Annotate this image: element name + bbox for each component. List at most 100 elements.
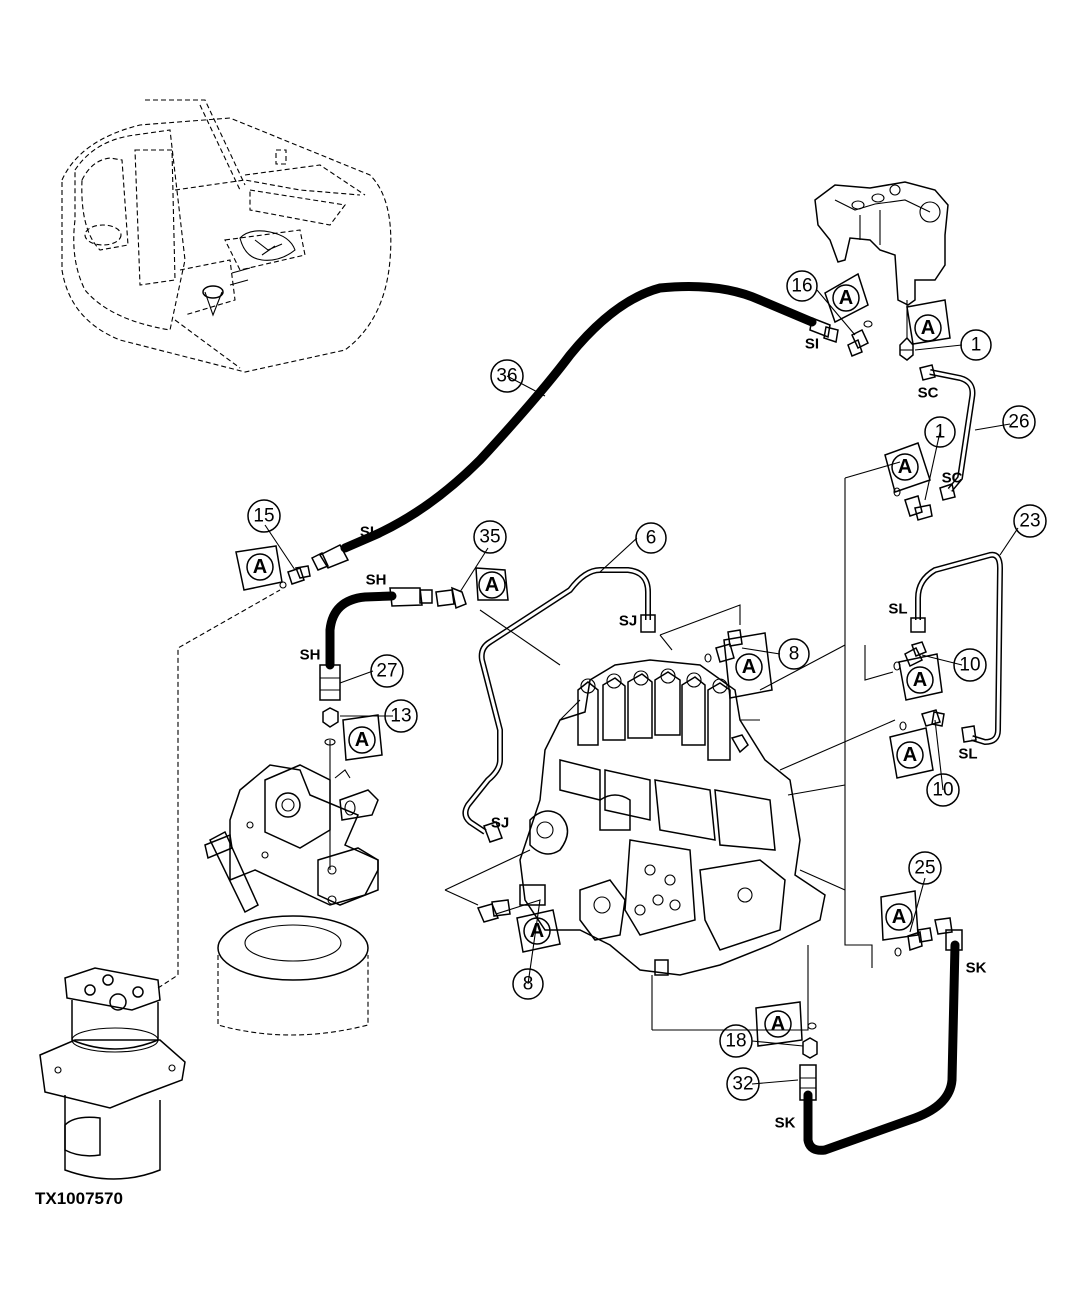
callout-10-upper: 10 (953, 648, 987, 682)
svg-text:10: 10 (959, 655, 980, 676)
svg-text:A: A (913, 669, 927, 691)
fitting-8-lower (476, 899, 511, 923)
seal-a-25: A (885, 903, 913, 931)
fitting-13 (322, 707, 339, 746)
hose-36 (310, 282, 839, 571)
fitting-16 (847, 320, 873, 357)
callout-1-lower: 1 (924, 416, 956, 448)
seal-marker-boxes (235, 272, 951, 1047)
svg-text:A: A (892, 906, 906, 928)
seal-a-8-upper: A (735, 653, 763, 681)
svg-text:A: A (771, 1013, 785, 1035)
svg-text:26: 26 (1008, 412, 1029, 433)
leader-lines (264, 289, 1019, 1085)
label-sj-lower: SJ (491, 815, 509, 832)
svg-text:25: 25 (914, 858, 935, 879)
callout-18: 18 (719, 1024, 753, 1058)
seal-a-1-lower: A (891, 453, 919, 481)
label-sk-lower: SK (775, 1115, 796, 1132)
control-valve (519, 659, 826, 976)
svg-text:A: A (921, 317, 935, 339)
callout-15: 15 (247, 499, 281, 533)
label-sc-upper: SC (918, 385, 939, 402)
svg-text:8: 8 (789, 644, 800, 665)
center-swivel (39, 589, 281, 1180)
svg-text:13: 13 (390, 706, 411, 727)
svg-text:1: 1 (971, 335, 982, 356)
seal-a-18: A (764, 1010, 792, 1038)
callout-10-lower: 10 (926, 773, 960, 807)
seal-a-8-lower: A (523, 917, 551, 945)
fitting-25 (894, 927, 933, 957)
svg-text:27: 27 (376, 661, 397, 682)
callout-35: 35 (473, 520, 507, 554)
excavator-locator-view (61, 99, 392, 373)
svg-text:18: 18 (725, 1031, 746, 1052)
seal-a-35: A (478, 571, 506, 599)
svg-text:A: A (903, 744, 917, 766)
svg-text:A: A (485, 574, 499, 596)
label-sl-lower: SL (958, 746, 977, 763)
fitting-8-upper (704, 629, 743, 663)
svg-text:A: A (742, 656, 756, 678)
callout-8-lower: 8 (512, 968, 544, 1000)
tube-26 (919, 364, 976, 501)
fitting-35 (435, 586, 467, 610)
svg-text:A: A (355, 729, 369, 751)
tube-6 (462, 567, 656, 843)
svg-text:6: 6 (646, 528, 657, 549)
hose-32 (799, 917, 963, 1155)
svg-text:A: A (839, 287, 853, 309)
seal-a-15: A (246, 553, 274, 581)
seal-a-1-upper: A (914, 314, 942, 342)
callouts: 16 1 1 26 36 15 35 6 23 8 10 27 13 10 25… (247, 270, 1047, 1101)
svg-text:16: 16 (791, 276, 812, 297)
callout-1-upper: 1 (960, 329, 992, 361)
seal-a-16: A (832, 284, 860, 312)
svg-text:A: A (253, 556, 267, 578)
seal-a-10-lower: A (896, 741, 924, 769)
hose-sh (319, 587, 433, 701)
swing-motor (204, 740, 379, 1036)
callout-25: 25 (908, 851, 942, 885)
callout-16: 16 (786, 270, 818, 302)
svg-text:10: 10 (932, 780, 953, 801)
svg-text:A: A (530, 920, 544, 942)
label-si-lower: SI (360, 524, 374, 541)
svg-text:32: 32 (732, 1074, 753, 1095)
fitting-10-upper (893, 641, 927, 671)
callout-26: 26 (1002, 405, 1036, 439)
seal-a-10-upper: A (906, 666, 934, 694)
line-labels: SI SI SH SH SC SC SJ SJ SL SL SK SK (300, 336, 987, 1132)
seal-a-13: A (348, 726, 376, 754)
fitting-10-lower (899, 709, 945, 731)
svg-text:A: A (898, 456, 912, 478)
svg-text:15: 15 (253, 506, 274, 527)
fitting-1-lower (893, 487, 933, 521)
callout-6: 6 (635, 522, 667, 554)
label-sk-upper: SK (966, 960, 987, 977)
callout-36: 36 (490, 359, 524, 393)
callout-27: 27 (370, 654, 404, 688)
fitting-18 (802, 1022, 818, 1059)
figure-id: TX1007570 (35, 1189, 123, 1208)
tube-23 (910, 551, 1004, 746)
svg-text:36: 36 (496, 366, 517, 387)
callout-13: 13 (384, 699, 418, 733)
callout-32: 32 (726, 1067, 760, 1101)
label-sj-upper: SJ (619, 613, 637, 630)
callout-8-upper: 8 (778, 638, 810, 670)
fitting-15 (279, 565, 311, 589)
label-sl-upper: SL (888, 601, 907, 618)
seal-letters: A A A A A A A A A A A A (246, 284, 942, 1038)
svg-text:1: 1 (935, 422, 946, 443)
callout-23: 23 (1013, 504, 1047, 538)
label-sc-lower: SC (942, 470, 963, 487)
label-sh-upper: SH (366, 572, 387, 589)
svg-text:23: 23 (1019, 511, 1040, 532)
label-sh-lower: SH (300, 647, 321, 664)
svg-text:8: 8 (523, 974, 534, 995)
svg-text:35: 35 (479, 527, 500, 548)
